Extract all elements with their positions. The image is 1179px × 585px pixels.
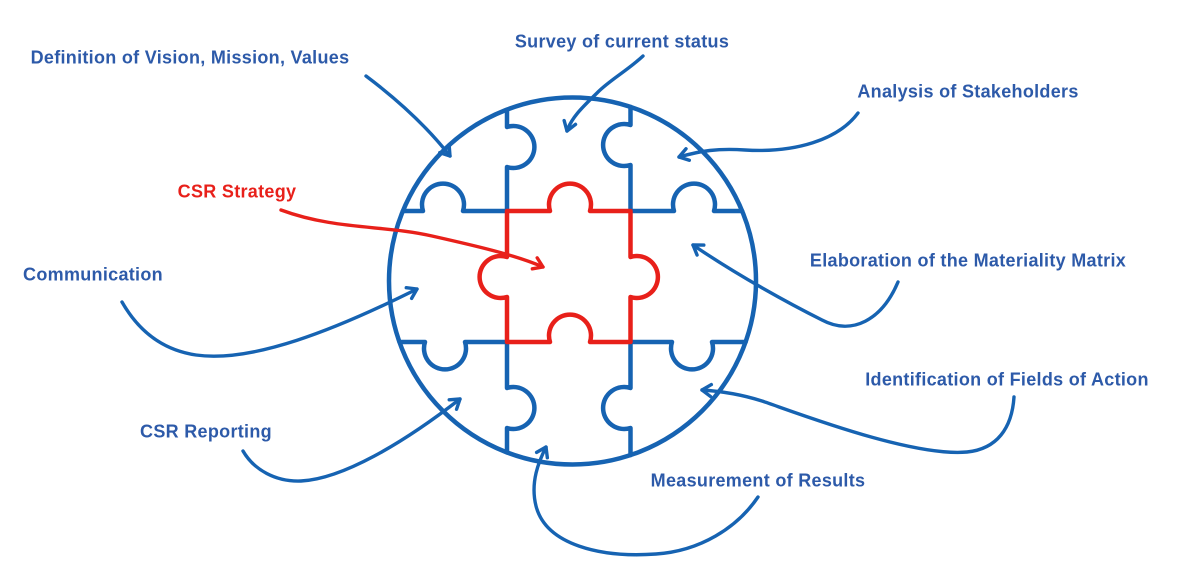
label-analysis-of-stakeholders: Analysis of Stakeholders xyxy=(857,81,1079,102)
arrow-survey xyxy=(562,54,645,133)
label-survey-of-current-status: Survey of current status xyxy=(514,31,730,52)
arrow-strategy xyxy=(279,208,545,271)
label-measurement-of-results: Measurement of Results xyxy=(650,470,866,491)
arrow-measurement xyxy=(532,445,760,557)
label-identification-fields-of-action: Identification of Fields of Action xyxy=(865,369,1149,390)
arrow-analysis xyxy=(677,111,860,162)
label-communication: Communication xyxy=(23,264,163,285)
arrow-reporting xyxy=(241,397,462,483)
label-definition-vision-mission-values: Definition of Vision, Mission, Values xyxy=(30,47,350,68)
puzzle-grid-edges xyxy=(397,104,748,458)
arrow-communication xyxy=(120,285,419,358)
label-csr-strategy: CSR Strategy xyxy=(177,181,297,202)
puzzle-circle xyxy=(386,95,759,467)
center-puzzle-piece xyxy=(477,181,661,345)
arrow-identification xyxy=(700,382,1016,455)
arrow-elaboration xyxy=(691,243,900,328)
label-elaboration-materiality-matrix: Elaboration of the Materiality Matrix xyxy=(809,250,1127,271)
arrow-definition xyxy=(364,74,452,158)
label-csr-reporting: CSR Reporting xyxy=(140,421,272,442)
